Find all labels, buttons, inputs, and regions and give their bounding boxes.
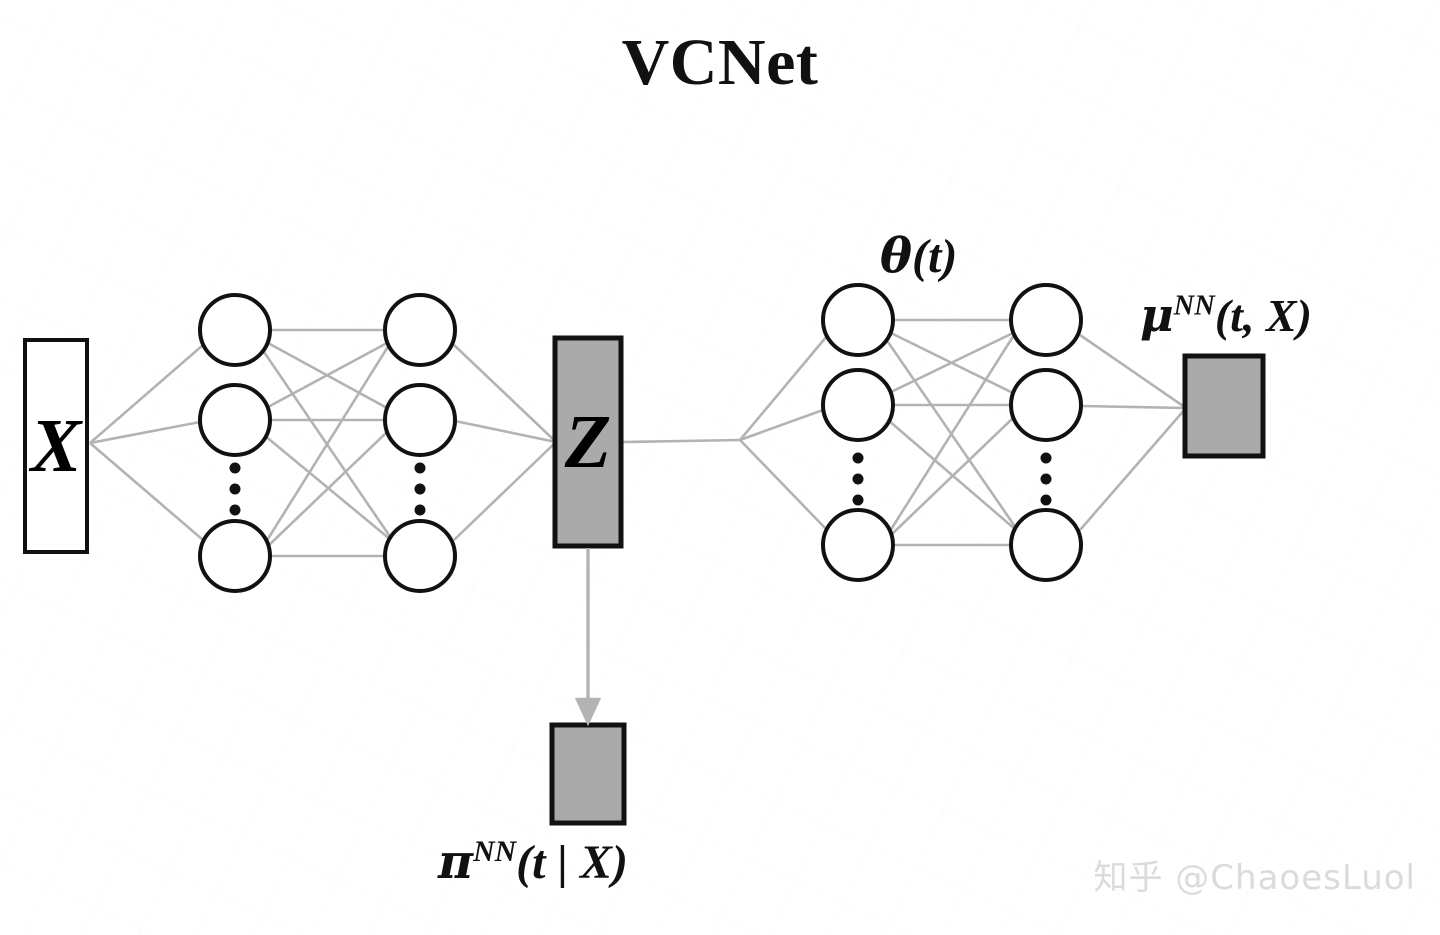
latent-block-z — [552, 335, 624, 549]
encoder-layer-1-nodes — [198, 293, 272, 593]
theta-function-label: θ(t) — [880, 232, 957, 281]
encoder-node — [198, 519, 272, 593]
predictor-layer-1-ellipsis-icon — [852, 452, 864, 506]
input-block-label: X — [30, 403, 82, 488]
input-block-x — [23, 338, 89, 554]
predictor-node — [821, 508, 895, 582]
edges-latent-to-predictor — [621, 335, 828, 531]
pi-argument: (t | X) — [516, 836, 629, 889]
encoder-layer-2-nodes — [383, 293, 457, 593]
predictor-node — [1009, 368, 1083, 442]
pi-output-block — [549, 722, 627, 826]
encoder-node — [383, 293, 457, 367]
predictor-node — [1009, 508, 1083, 582]
encoder-layer-2-ellipsis-icon — [414, 462, 426, 516]
zhihu-watermark: 知乎 @ChaoesLuol — [1093, 858, 1416, 898]
edges-encoder-layer1-to-layer2 — [262, 328, 393, 558]
edges-predictor-layer1-to-layer2 — [886, 318, 1018, 547]
predictor-layer-1-nodes — [821, 283, 895, 582]
predictor-node — [1009, 283, 1083, 357]
encoder-layer-1-ellipsis-icon — [229, 462, 241, 516]
encoder-node — [383, 383, 457, 457]
pi-superscript: NN — [473, 835, 517, 868]
pi-output-label: πNN(t | X) — [438, 835, 629, 889]
encoder-node — [383, 519, 457, 593]
pi-symbol: π — [438, 834, 474, 890]
encoder-node — [198, 293, 272, 367]
edges-input-to-encoder-layer1 — [89, 344, 204, 541]
encoder-node — [198, 383, 272, 457]
mu-output-label: μNN(t, X) — [1140, 292, 1312, 339]
edges-predictor-to-mu-output — [1079, 333, 1187, 531]
predictor-node — [821, 368, 895, 442]
predictor-layer-2-nodes — [1009, 283, 1083, 582]
diagram-title: VCNet — [621, 26, 819, 99]
predictor-layer-2-ellipsis-icon — [1040, 452, 1052, 506]
mu-output-block — [1182, 353, 1266, 459]
theta-symbol: θ — [880, 228, 913, 284]
latent-block-label: Z — [564, 399, 612, 484]
edges-encoder-layer2-to-latent — [453, 344, 557, 541]
theta-argument: (t) — [912, 230, 958, 283]
mu-argument: (t, X) — [1214, 290, 1312, 341]
predictor-node — [821, 283, 895, 357]
mu-symbol: μ — [1140, 288, 1174, 342]
mu-superscript: NN — [1173, 290, 1215, 322]
